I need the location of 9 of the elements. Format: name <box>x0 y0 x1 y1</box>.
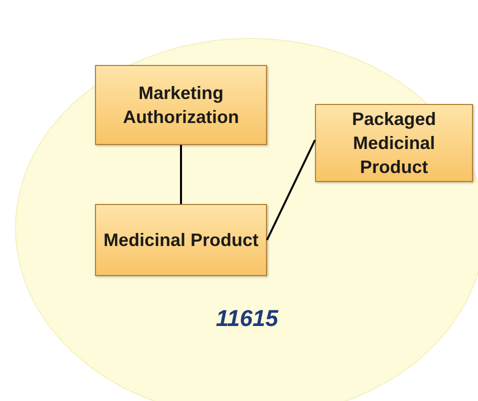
region-label: 11615 <box>216 305 278 332</box>
entity-box <box>95 65 267 145</box>
connector-line <box>266 140 316 240</box>
connector-line <box>180 145 182 204</box>
entity-label: Marketing Authorization <box>122 82 240 129</box>
entity-box <box>315 104 473 182</box>
entity-box <box>95 204 267 276</box>
entity-label: Medicinal Product <box>102 228 260 252</box>
entity-label: Packaged Medicinal Product <box>350 108 438 180</box>
